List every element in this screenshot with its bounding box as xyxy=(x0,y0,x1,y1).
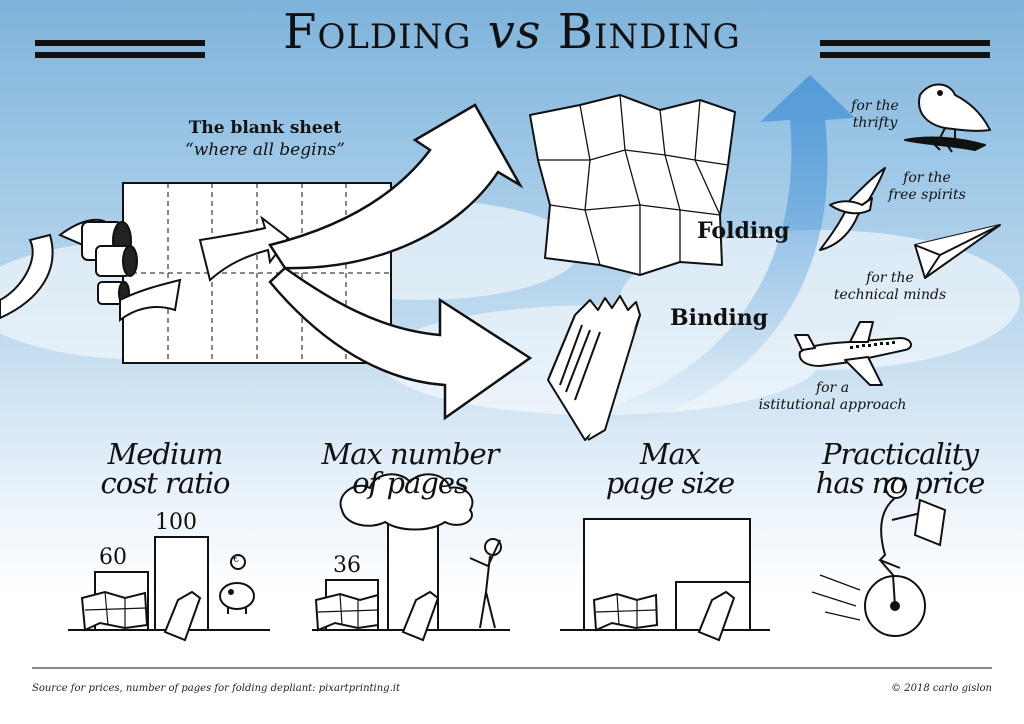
sheet-tagline: “where all begins” xyxy=(185,140,345,160)
blue-curved-arrow xyxy=(600,75,855,430)
arrow-to-folding xyxy=(267,103,524,270)
arrow-to-binding xyxy=(268,266,533,421)
footer-source: Source for prices, number of pages for f… xyxy=(32,683,400,694)
title-bar-left xyxy=(35,40,205,46)
heading-size: Max page size xyxy=(605,437,735,500)
title-folding: Folding xyxy=(283,4,472,60)
pages-panel xyxy=(312,473,510,642)
size-panel xyxy=(560,518,770,642)
title-bar-left-2 xyxy=(35,52,205,58)
title-bar-right xyxy=(820,40,990,46)
folded-map-icon xyxy=(529,94,736,276)
book-icon xyxy=(547,295,641,441)
paper-rolls xyxy=(0,218,182,322)
audience-technical: for the technical minds xyxy=(833,270,947,303)
audience-institutional: for a istitutional approach xyxy=(758,380,907,413)
heading-practicality: Practicality has no price xyxy=(815,437,986,500)
airplane-icon xyxy=(794,321,912,386)
sheet-label: The blank sheet xyxy=(188,118,342,138)
audience-thrifty: for the thrifty xyxy=(851,98,899,131)
euro-coin-icon: € xyxy=(233,554,240,565)
center-arrow xyxy=(198,215,290,282)
unicycle-reader-icon xyxy=(811,477,947,637)
cost-panel xyxy=(68,536,270,642)
heading-cost: Medium cost ratio xyxy=(100,437,231,500)
cost-binding-value: 100 xyxy=(155,510,197,535)
footer-copyright: © 2018 carlo gislon xyxy=(891,683,992,694)
audience-free-spirits: for the free spirits xyxy=(888,170,966,203)
page-title: Folding vs Binding xyxy=(0,4,1024,60)
pages-folding-value: 36 xyxy=(333,553,361,578)
cost-folding-value: 60 xyxy=(99,545,127,570)
binding-label: Binding xyxy=(670,305,769,331)
seagull-icon xyxy=(819,167,886,251)
title-bar-right-2 xyxy=(820,52,990,58)
paper-plane-icon xyxy=(914,224,1001,279)
bird-icon xyxy=(904,83,991,153)
folding-label: Folding xyxy=(697,218,790,244)
heading-pages: Max number of pages xyxy=(321,437,500,500)
title-binding: Binding xyxy=(557,4,741,60)
title-vs: vs xyxy=(487,4,542,60)
